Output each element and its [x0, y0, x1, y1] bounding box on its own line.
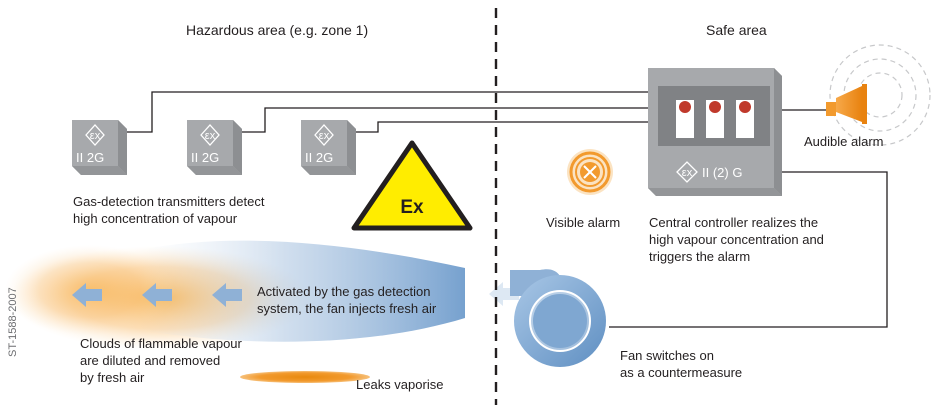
leak-puddle [240, 371, 370, 383]
ex-mark-text: εx [319, 130, 330, 142]
controller-switch [676, 100, 694, 138]
controller-switch [736, 100, 754, 138]
document-code: ST-1588-2007 [7, 287, 19, 357]
ex-symbol-icon [200, 124, 220, 146]
vapour-caption: Clouds of flammable vapour are diluted a… [80, 336, 242, 385]
airflow-arrow-icon [212, 283, 242, 307]
fan-airflow-caption: Activated by the gas detection system, t… [257, 284, 437, 316]
ex-symbol-icon [676, 161, 698, 183]
ex-mark-text: εx [682, 167, 693, 179]
airflow-arrow-icon [72, 283, 102, 307]
controller-switch [706, 100, 724, 138]
transmitter-category: II 2G [305, 150, 333, 165]
signal-wiring [127, 91, 888, 328]
fan-caption: Fan switches on as a countermeasure [620, 348, 743, 380]
airflow-arrow-icon [142, 283, 172, 307]
gas-transmitter: εx II 2G [301, 120, 356, 175]
transmitter-category: II 2G [191, 150, 219, 165]
controller-marking: II (2) G [702, 165, 742, 180]
safe-area-title: Safe area [706, 22, 767, 38]
visible-alarm-icon [567, 149, 613, 195]
gas-transmitter: εx II 2G [187, 120, 242, 175]
ex-mark-text: εx [90, 130, 101, 142]
ex-mark-text: εx [205, 130, 216, 142]
hazardous-area-title: Hazardous area (e.g. zone 1) [186, 22, 369, 38]
ex-warning-sign: Ex [351, 140, 473, 231]
visible-alarm-label: Visible alarm [546, 215, 621, 230]
transmitters-caption: Gas-detection transmitters detect high c… [73, 194, 265, 226]
fresh-air-stream [140, 240, 465, 342]
transmitter-category: II 2G [76, 150, 104, 165]
controller-caption: Central controller realizes the high vap… [649, 215, 824, 264]
fan-blower-icon [510, 269, 606, 367]
audible-alarm-label: Audible alarm [804, 134, 884, 149]
warning-sign-label: Ex [400, 197, 424, 218]
ex-symbol-icon [314, 124, 334, 146]
gas-transmitter: εx II 2G [72, 120, 127, 175]
central-controller: εx II (2) G [648, 68, 782, 196]
audible-alarm-icon [826, 44, 931, 146]
leak-caption: Leaks vaporise [356, 377, 444, 392]
ex-symbol-icon [85, 124, 105, 146]
